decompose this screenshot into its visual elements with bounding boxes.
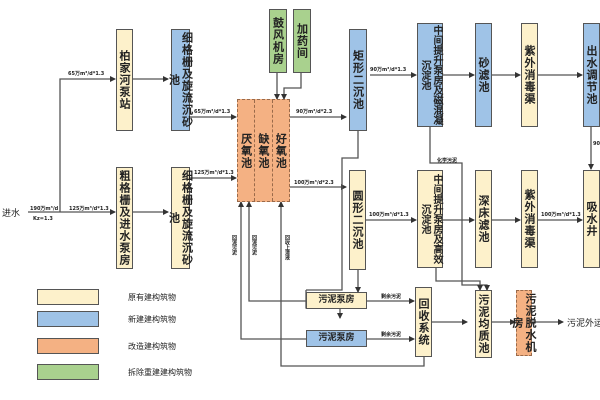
dosing-line	[281, 73, 302, 100]
mid-bottom-sludge-line	[435, 267, 483, 291]
inlet-kz-label: Kz=1.3	[33, 216, 53, 222]
dosing-room-box: 加药间	[293, 9, 311, 73]
fine-screen-top-box: 细格栅及旋流沉砂池	[168, 29, 194, 131]
supernatant-line	[278, 201, 425, 367]
sludge-out-label: 污泥外运	[567, 319, 600, 329]
sludge-thickener-box: 污泥均质池	[475, 290, 492, 358]
anoxic-cell: 缺氧池	[255, 100, 273, 201]
dewatering-room-box: 污泥脱水机房	[511, 290, 537, 356]
inlet-label: 进水	[2, 209, 21, 219]
rect-clarifier-box: 矩形二沉池	[349, 29, 367, 131]
sludge-pump-1-box: 污泥泵房	[306, 292, 367, 309]
legend-swatch-rebuild	[37, 338, 99, 354]
anaerobic-cell: 厌氧池	[238, 100, 256, 201]
inlet-flow-label: 190万m³/d	[30, 206, 59, 212]
uv-top-box: 紫外消毒渠	[521, 23, 538, 127]
deep-bed-filter-box: 深床滤池	[475, 170, 492, 268]
flow-bio-to-round: 100万m³/d*2.3	[294, 180, 334, 186]
mid-lift-bottom-box: 中间提升泵房及高效沉淀池	[417, 170, 443, 268]
blower-room-box: 鼓风机房	[269, 9, 287, 73]
pump-station-box: 柏家河泵站	[116, 29, 133, 131]
flow-fine-top-out: 65万m³/d*1.3	[194, 109, 231, 115]
sludge-pump-2-box: 污泥泵房	[306, 330, 367, 347]
legend-label-demolish: 拆除重建建构筑物	[128, 368, 192, 377]
flow-fine-bottom-out: 125万m³/d*1.3	[194, 170, 234, 176]
suction-well-box: 吸水井	[583, 170, 600, 268]
legend-label-existing: 原有建构筑物	[128, 293, 176, 302]
coarse-screen-box: 粗格栅及进水泵房	[116, 167, 133, 269]
flow-to-coarse: 125万m³/d*1.3	[69, 206, 109, 212]
return-sludge-1-line	[246, 201, 306, 302]
uv-bottom-box: 紫外消毒渠	[521, 170, 538, 268]
legend-swatch-new	[37, 311, 99, 327]
legend-label-new: 新建建构筑物	[128, 315, 176, 324]
chem-sludge-line	[429, 126, 490, 291]
return-sludge-2-label: 回流污泥	[251, 235, 257, 255]
sand-filter-box: 砂滤池	[475, 23, 492, 127]
mid-lift-top-box: 中间提升泵房及磁混凝沉淀池	[417, 23, 443, 127]
excess-sludge-1-label: 剩余污泥	[381, 294, 402, 300]
flow-to-pump-station: 65万m³/d*1.3	[68, 71, 105, 77]
recovery-system-box: 回收系统	[415, 287, 432, 357]
excess-sludge-2-label: 剩余污泥	[381, 332, 402, 338]
rect-sludge-line	[306, 131, 359, 291]
fine-screen-bottom-box: 细格栅及旋流沉砂池	[168, 167, 194, 269]
round-clarifier-box: 圆形二沉池	[349, 170, 366, 270]
supernatant-label: 回收上清液	[284, 235, 290, 260]
legend-swatch-demolish	[37, 364, 99, 380]
flow-rect-to-mid: 90万m³/d*1.3	[370, 67, 407, 73]
return-sludge-2-line	[238, 201, 306, 340]
flow-uv-to-well: 100万m³/d*1.3	[541, 212, 581, 218]
flow-round-to-mid: 100万m³/d*1.3	[369, 212, 409, 218]
bio-tank-box: 厌氧池 缺氧池 好氧池	[237, 99, 290, 202]
branch-up-line	[59, 76, 116, 212]
aerobic-cell: 好氧池	[274, 132, 288, 169]
chem-sludge-label: 化学污泥	[437, 158, 458, 164]
legend-swatch-existing	[37, 289, 99, 305]
return-sludge-1-label: 回流污泥	[231, 235, 237, 255]
flow-outlet-to-well: 90	[593, 141, 600, 147]
legend-label-rebuild: 改造建构筑物	[128, 342, 176, 351]
flow-bio-to-rect: 90万m³/d*2.3	[296, 109, 333, 115]
outlet-tank-box: 出水调节池	[583, 23, 600, 127]
